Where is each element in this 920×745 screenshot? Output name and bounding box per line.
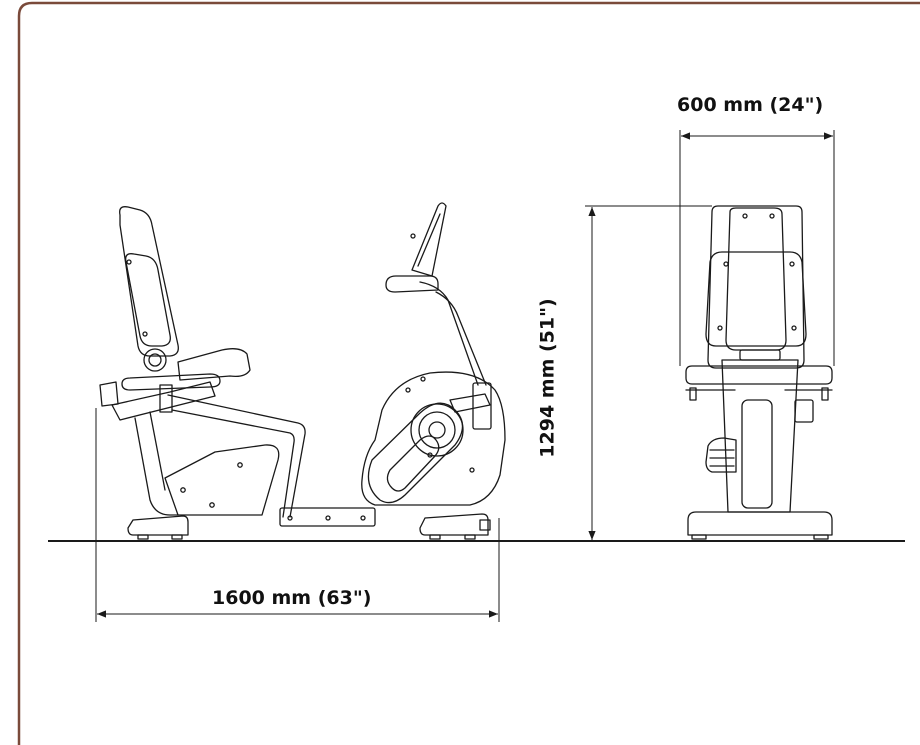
dimension-lines bbox=[95, 130, 835, 622]
height-dimension-label: 1294 mm (51") bbox=[536, 298, 559, 458]
width-dimension-label: 600 mm (24") bbox=[677, 94, 824, 116]
length-dimension-label: 1600 mm (63") bbox=[212, 587, 372, 609]
bike-front-view bbox=[685, 205, 833, 540]
frame-border bbox=[17, 1, 920, 745]
bike-side-view bbox=[99, 202, 506, 540]
